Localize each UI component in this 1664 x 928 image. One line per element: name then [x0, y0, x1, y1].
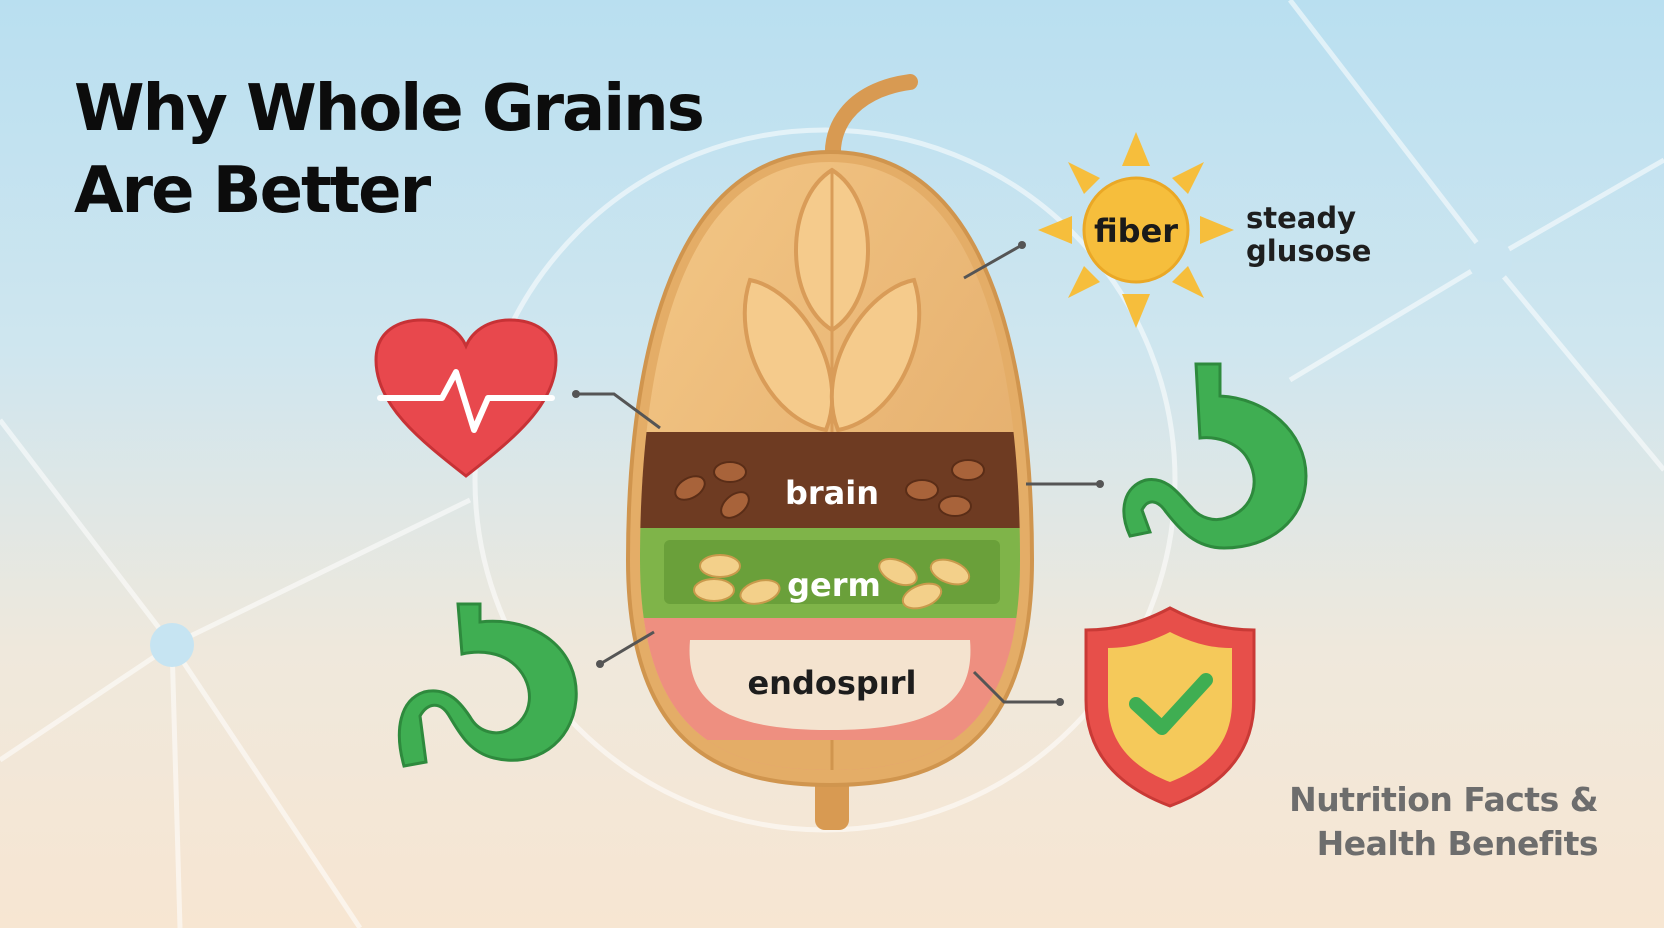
bran-flake — [674, 475, 706, 501]
title-line-1: Why Whole Grains — [74, 72, 705, 146]
connector-line — [963, 243, 1023, 280]
footer-line-1: Nutrition Facts & — [1289, 780, 1598, 819]
heart-rate-icon — [374, 318, 558, 478]
callout-line-1: steady — [1246, 201, 1357, 235]
germ-seed — [693, 578, 735, 602]
title-line-2: Are Better — [74, 154, 431, 228]
stomach-icon — [1122, 362, 1308, 550]
connector-line — [576, 392, 661, 430]
network-node — [1468, 238, 1512, 282]
bran-flake — [951, 459, 985, 481]
footer-caption: Nutrition Facts & Health Benefits — [1289, 778, 1598, 866]
bran-flake — [938, 495, 972, 517]
callout-line-2: glusose — [1246, 234, 1372, 268]
glucose-callout: steady glusose — [1246, 202, 1371, 268]
sun-icon — [1038, 132, 1234, 328]
germ-seed — [699, 554, 741, 578]
bran-label: brain — [785, 474, 879, 512]
germ-seed — [901, 582, 943, 610]
endosperm-layer — [689, 640, 971, 730]
sun-label: fiber — [1094, 212, 1178, 250]
bran-flake — [713, 461, 747, 483]
connector-line — [599, 630, 655, 666]
germ-seed — [739, 579, 781, 605]
page-title: Why Whole Grains Are Better — [74, 68, 705, 232]
germ-label: germ — [787, 566, 881, 604]
leaf-shape — [829, 277, 922, 433]
germ-seed — [878, 557, 918, 587]
germ-seed — [929, 558, 971, 586]
network-node — [150, 623, 194, 667]
endosperm-label: endospırl — [747, 664, 916, 702]
connector-line — [972, 670, 1060, 704]
stomach-icon — [397, 602, 578, 768]
shield-check-icon — [1084, 606, 1256, 808]
footer-line-2: Health Benefits — [1316, 824, 1599, 863]
bran-flake — [720, 491, 750, 519]
bran-flake — [905, 479, 939, 501]
leaf-shape — [742, 277, 835, 433]
